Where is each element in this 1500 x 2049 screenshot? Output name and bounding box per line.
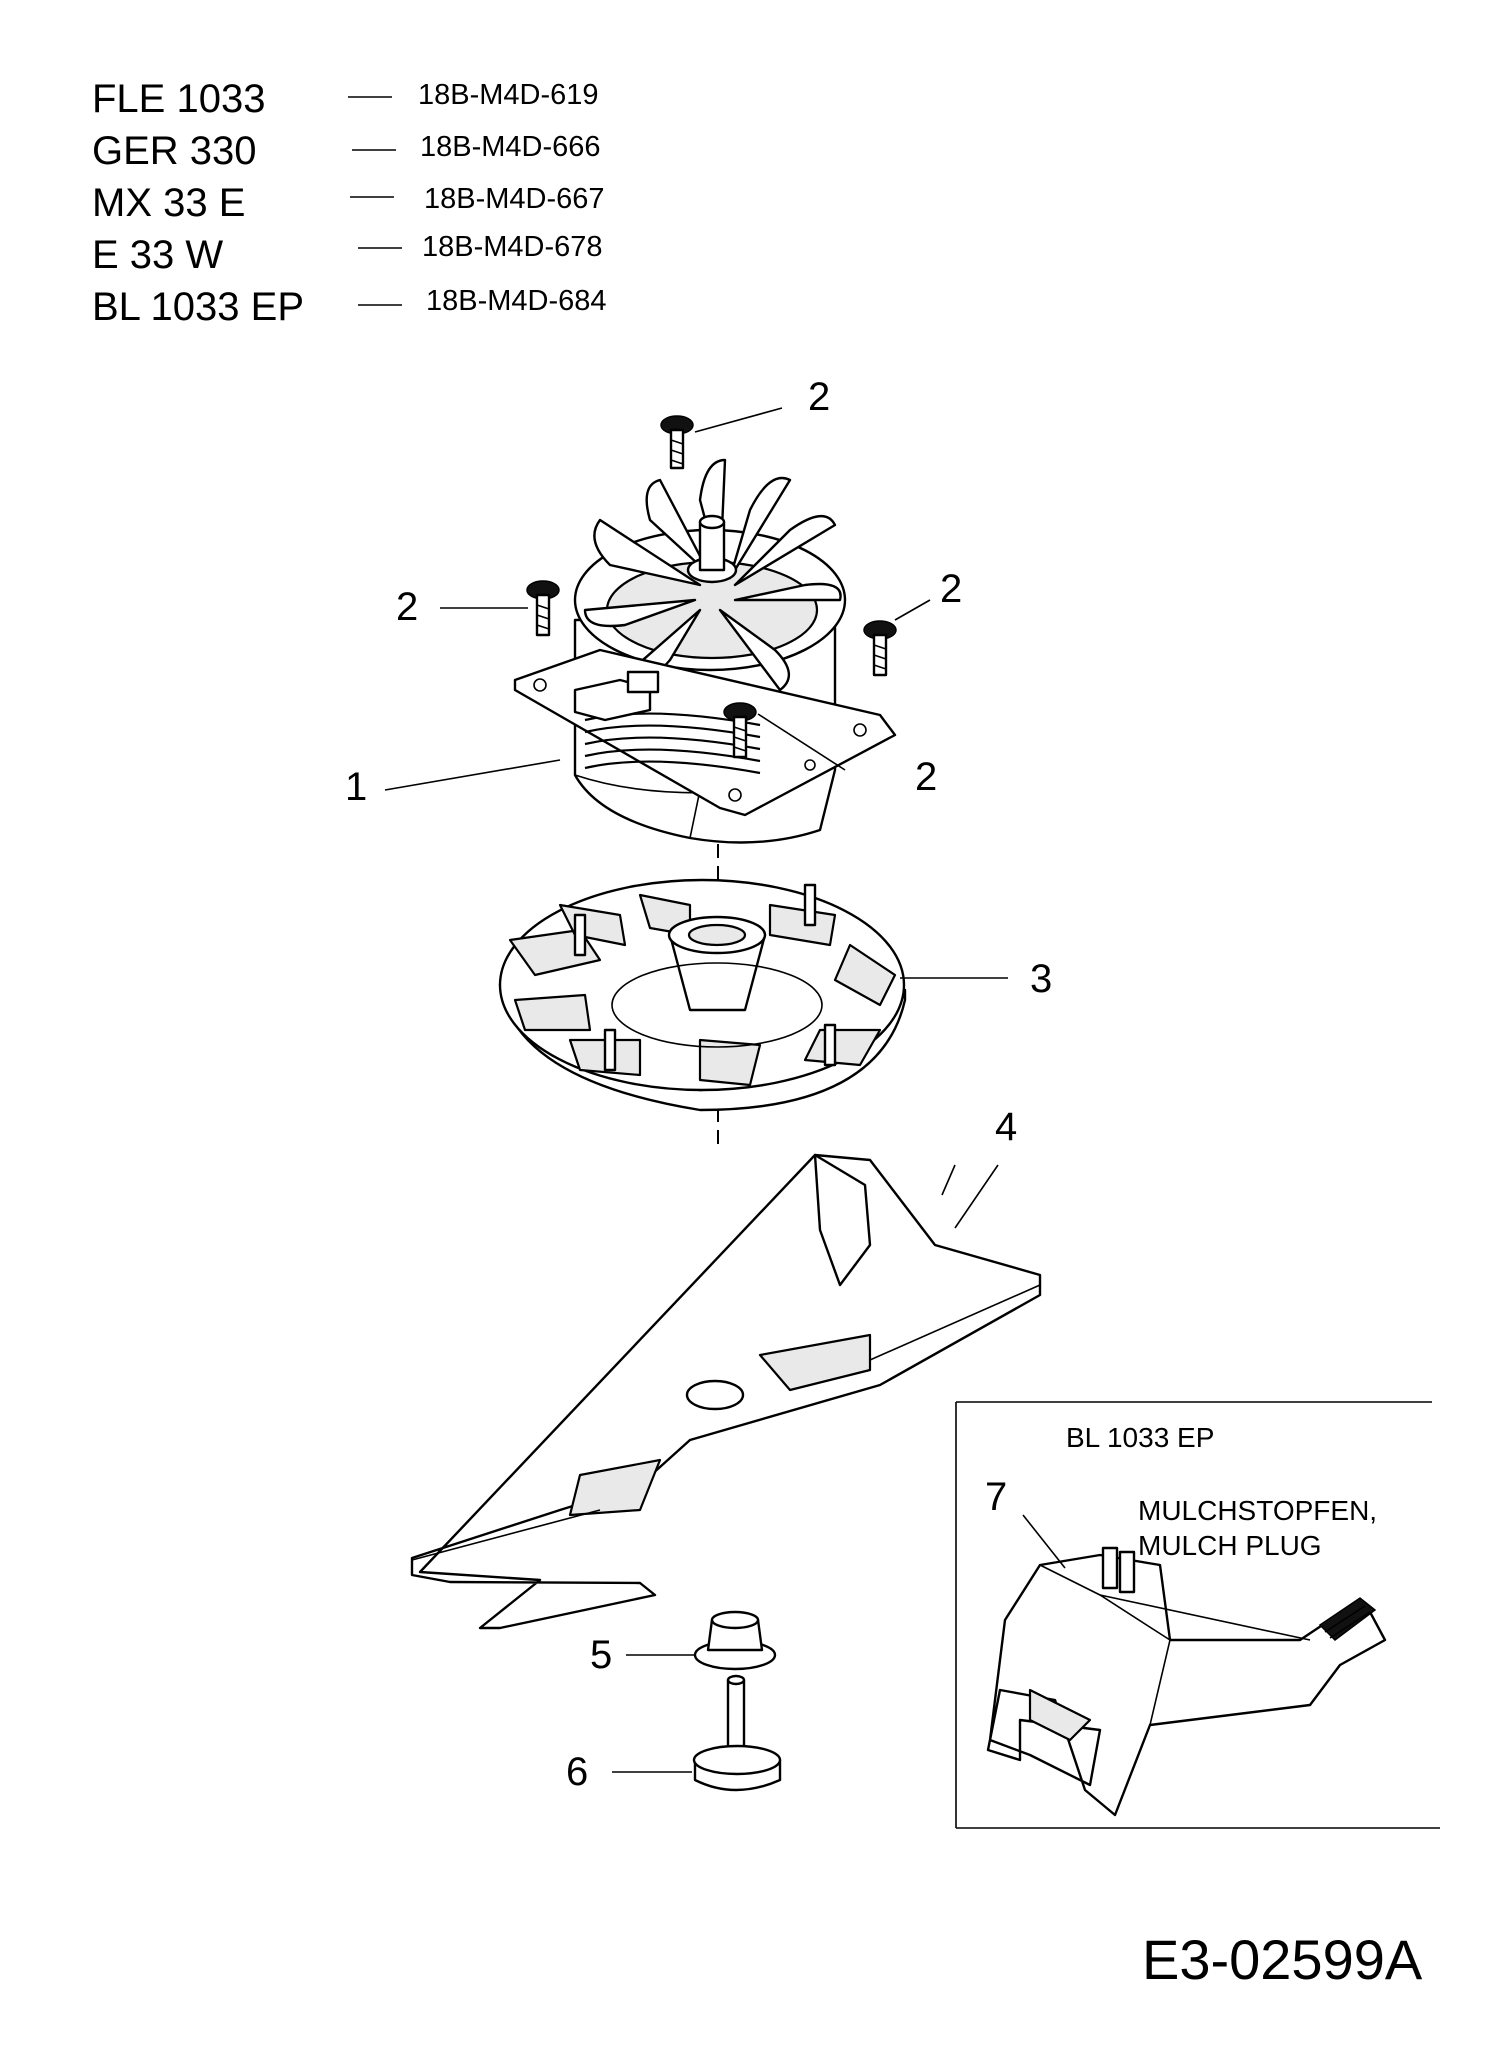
screw-right	[863, 620, 897, 677]
model-code: 18B-M4D-666	[420, 131, 601, 163]
callout-4: 4	[995, 1105, 1017, 1149]
callout-2-left: 2	[396, 585, 418, 629]
screw-top	[660, 415, 694, 470]
inset-title: BL 1033 EP	[1066, 1422, 1214, 1453]
model-name: BL 1033 EP	[92, 285, 304, 329]
model-row: GER 330 18B-M4D-666	[92, 129, 601, 173]
mulch-plug-label-line1: MULCHSTOPFEN,	[1138, 1495, 1377, 1526]
washer-drawing	[693, 1610, 777, 1671]
callout-6: 6	[566, 1750, 588, 1794]
model-row: MX 33 E 18B-M4D-667	[92, 181, 605, 225]
model-code: 18B-M4D-684	[426, 285, 607, 317]
callout-labels: 2 2 2 2 1 3 4 5 6 7	[345, 375, 1052, 1794]
callout-1: 1	[345, 765, 367, 809]
model-table: FLE 1033 18B-M4D-619 GER 330 18B-M4D-666…	[92, 77, 607, 329]
model-code: 18B-M4D-619	[418, 79, 599, 111]
motor-drawing	[513, 458, 897, 844]
screw-front	[723, 702, 757, 759]
mulch-plug-label-line2: MULCH PLUG	[1138, 1530, 1322, 1561]
model-row: FLE 1033 18B-M4D-619	[92, 77, 599, 121]
model-code: 18B-M4D-667	[424, 183, 605, 215]
fan-drawing	[498, 878, 907, 1112]
model-code: 18B-M4D-678	[422, 231, 603, 263]
model-name: MX 33 E	[92, 181, 245, 225]
callout-2-top: 2	[808, 375, 830, 419]
inset-panel: BL 1033 EP MULCHSTOPFEN, MULCH PLUG	[955, 1401, 1440, 1829]
model-name: E 33 W	[92, 233, 223, 277]
model-name: GER 330	[92, 129, 257, 173]
bolt-drawing	[692, 1674, 782, 1792]
model-row: E 33 W 18B-M4D-678	[92, 231, 603, 277]
callout-3: 3	[1030, 957, 1052, 1001]
model-name: FLE 1033	[92, 77, 265, 121]
blade-drawing	[410, 1153, 1042, 1630]
leader-lines	[384, 407, 1066, 1773]
model-row: BL 1033 EP 18B-M4D-684	[92, 285, 607, 329]
callout-2-front: 2	[915, 755, 937, 799]
callout-7: 7	[985, 1475, 1007, 1519]
screw-left	[526, 580, 560, 637]
callout-2-right: 2	[940, 567, 962, 611]
callout-5: 5	[590, 1633, 612, 1677]
document-id: E3-02599A	[1142, 1928, 1423, 1991]
